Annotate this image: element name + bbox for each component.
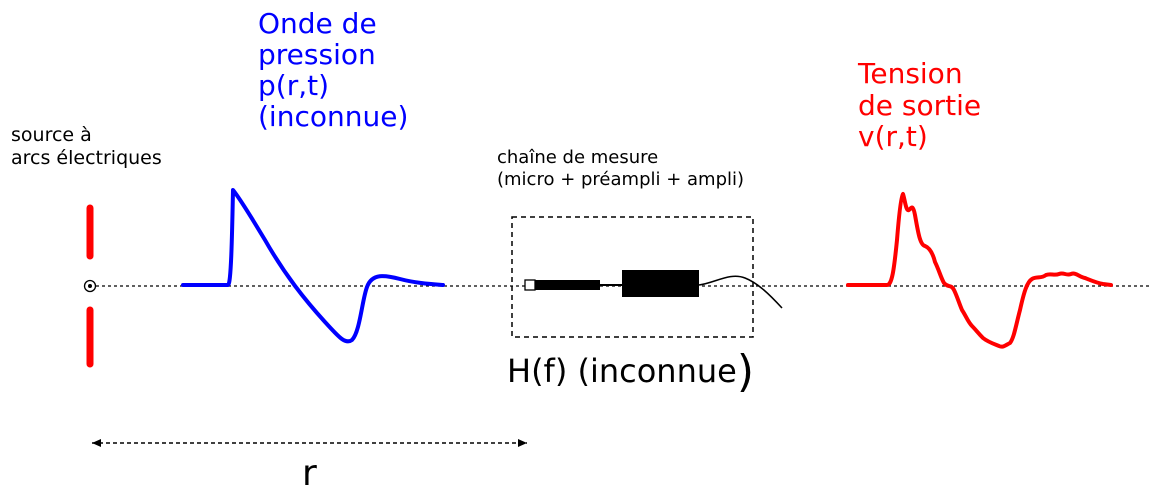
measurement-chain-box xyxy=(511,216,754,338)
pressure-wave-label-line3: p(r,t) xyxy=(258,69,330,103)
transfer-function-text: H(f) (inconnue xyxy=(507,352,737,390)
source-label-line2: arcs électriques xyxy=(11,147,162,170)
distance-label: r xyxy=(302,453,317,494)
source-point-dot xyxy=(88,284,92,288)
pressure-wave-label-line4: (inconnue) xyxy=(258,100,409,134)
output-voltage-label-line2: de sortie xyxy=(858,88,982,122)
transfer-function-close-paren: ) xyxy=(736,346,754,397)
output-voltage-label-line1: Tension xyxy=(858,57,963,90)
pressure-wave-label-line1: Onde de xyxy=(258,7,377,40)
source-label-line1: source à xyxy=(11,124,92,146)
transfer-function-label: H(f) (inconnue) xyxy=(507,345,754,399)
microphone-chain-icon xyxy=(524,270,783,309)
pressure-wave-curve xyxy=(181,188,445,344)
output-voltage-label: Tension de sortie v(r,t) xyxy=(858,58,981,153)
microphone-body-icon xyxy=(535,280,600,290)
pressure-wave-label-line2: pression xyxy=(258,38,376,72)
measurement-chain-label-line1: chaîne de mesure xyxy=(497,147,659,168)
microphone-tip-icon xyxy=(524,279,536,291)
measurement-chain-label-line2: (micro + préampli + ampli) xyxy=(497,168,745,190)
preamplifier-icon xyxy=(622,270,699,297)
spark-source xyxy=(83,204,97,368)
output-voltage-label-line3: v(r,t) xyxy=(858,120,928,154)
output-cable-icon xyxy=(698,275,783,309)
pressure-wave-label: Onde de pression p(r,t) (inconnue) xyxy=(258,8,408,132)
source-label: source à arcs électriques xyxy=(11,124,162,170)
output-voltage-curve xyxy=(846,192,1113,349)
measurement-chain-label: chaîne de mesure (micro + préampli + amp… xyxy=(497,147,744,191)
